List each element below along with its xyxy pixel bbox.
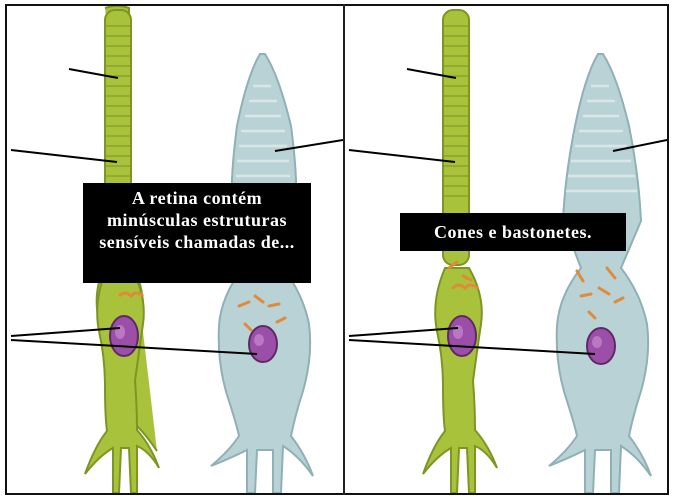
cone-cell-illustration	[549, 54, 651, 493]
rod-cell-illustration	[423, 10, 497, 493]
caption-right: Cones e bastonetes.	[400, 213, 626, 251]
caption-left: A retina contém minúsculas estruturas se…	[83, 183, 311, 283]
